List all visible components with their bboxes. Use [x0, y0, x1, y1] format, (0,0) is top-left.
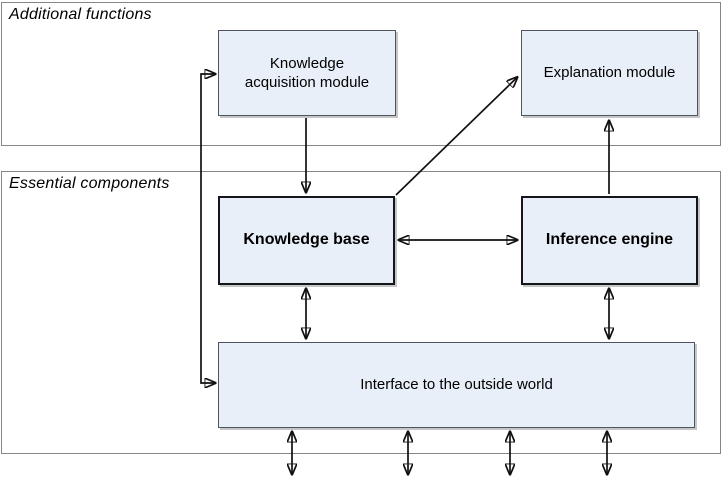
section-label-essential-components: Essential components — [9, 175, 170, 192]
node-label-interface-outside-world: Interface to the outside world — [360, 376, 553, 394]
node-label-explanation-module: Explanation module — [543, 64, 676, 82]
section-label-additional-functions: Additional functions — [9, 6, 152, 23]
node-label-knowledge-base: Knowledge base — [243, 231, 370, 249]
node-inference-engine: Inference engine — [521, 196, 698, 285]
node-knowledge-acquisition-module: Knowledge acquisition module — [218, 30, 396, 116]
section-additional-functions: Additional functions — [1, 2, 721, 146]
node-label-knowledge-acquisition-module: Knowledge acquisition module — [244, 54, 370, 92]
node-interface-outside-world: Interface to the outside world — [218, 342, 695, 428]
section-essential-components: Essential components — [1, 171, 721, 454]
node-explanation-module: Explanation module — [521, 30, 698, 116]
node-label-inference-engine: Inference engine — [545, 231, 674, 249]
node-knowledge-base: Knowledge base — [218, 196, 395, 285]
